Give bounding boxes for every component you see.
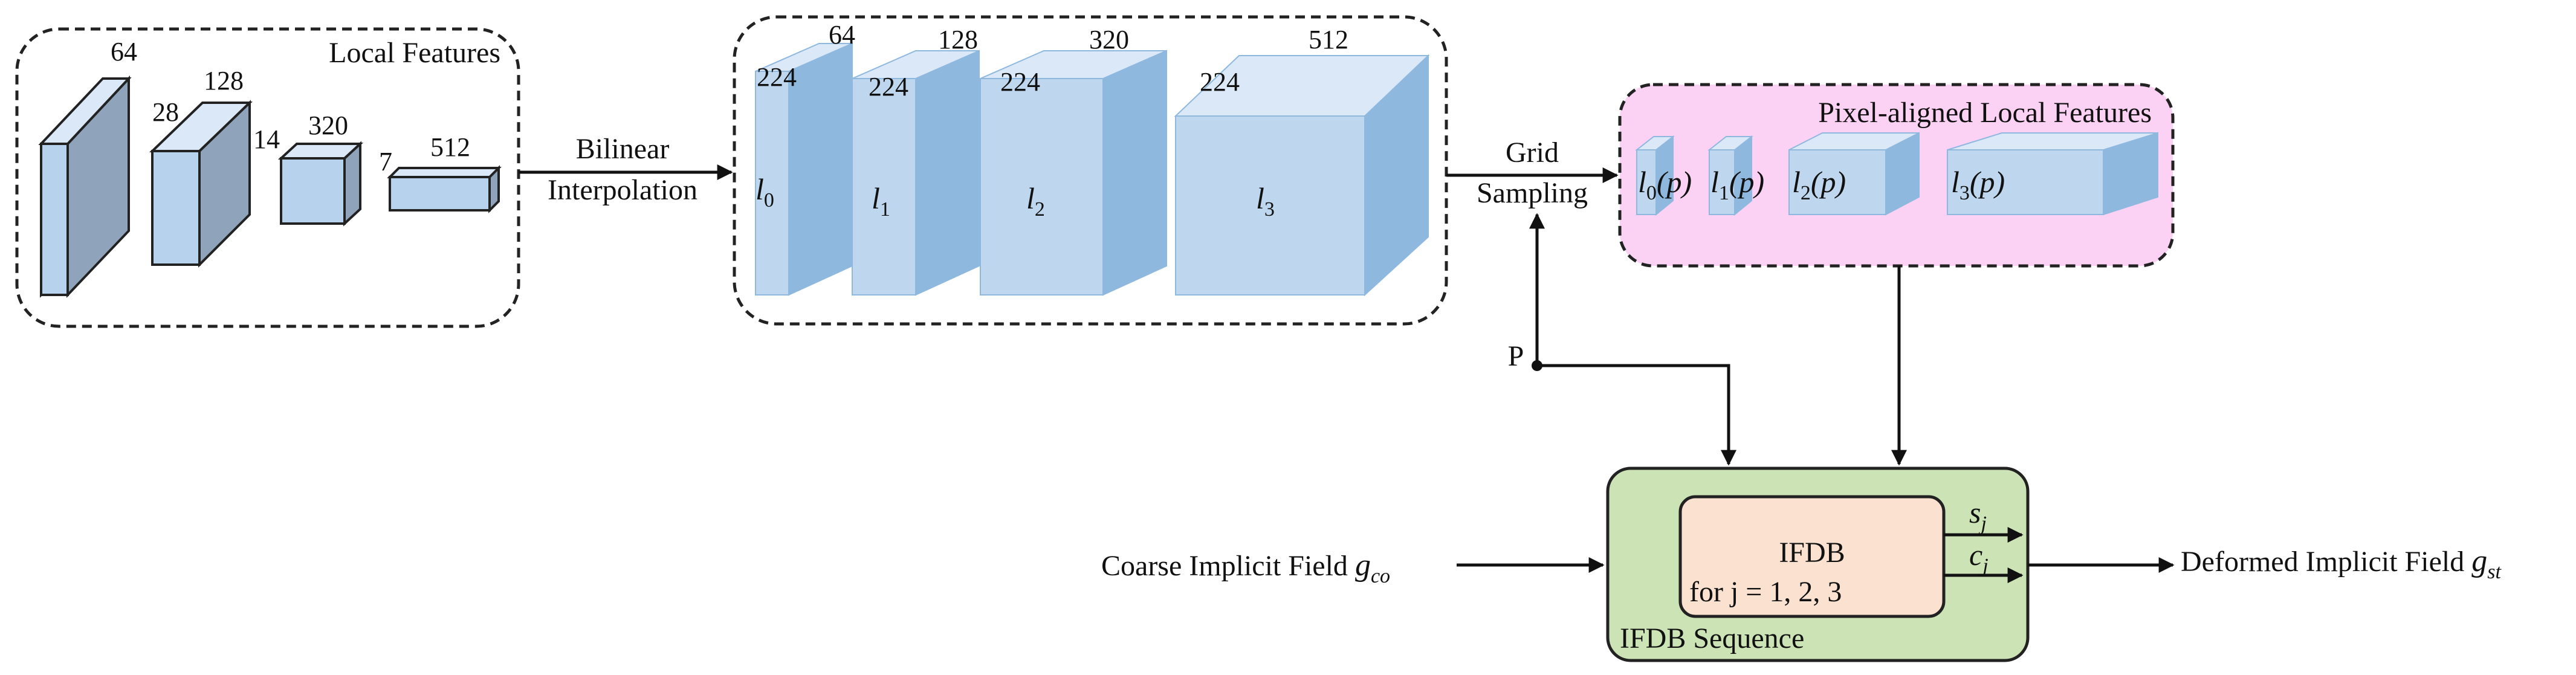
local-dim-channels-64: 64 [111,37,137,66]
upsampled-label-l0: l0 [756,172,774,212]
local-dim-size-7: 7 [379,147,392,176]
local-dim-size-28: 28 [152,97,179,127]
upsampled-label-l3: l3 [1256,181,1275,221]
local-feature-cube-1 [38,75,132,298]
upsampled-cube-l1 [852,50,980,296]
ifdb-out-s-label: sj [1969,496,1987,535]
pixel-cube-l3 [1947,132,2158,216]
grid-label-line2: Sampling [1477,177,1588,209]
upsampled-size-l0: 224 [757,62,797,92]
bilinear-label-line2: Interpolation [548,174,697,206]
local-features-panel [15,27,520,328]
upsampled-channels-l1: 128 [938,25,978,54]
grid-label-line1: Grid [1506,137,1559,169]
point-p-label: P [1508,340,1524,372]
ifdb-block [1678,495,1946,618]
pixel-cube-l2 [1788,132,1920,216]
local-dim-channels-320: 320 [308,111,348,140]
upsampled-size-l1: 224 [869,72,908,102]
upsampled-label-l2: l2 [1026,181,1045,221]
ifdb-sequence-label: IFDB Sequence [1620,622,1804,654]
pixel-label-l2: l2(p) [1792,165,1846,204]
ifdb-out-c-label: cj [1969,538,1989,577]
ifdb-title: IFDB [1779,537,1845,569]
upsampled-size-l2: 224 [1000,67,1040,97]
upsampled-cube-l0 [755,42,853,296]
local-features-title: Local Features [329,37,500,69]
pixel-label-l3: l3(p) [1951,165,2005,204]
upsampled-channels-l3: 512 [1309,25,1348,54]
point-to-ifdb-arrow [1537,364,1736,466]
upsampled-cube-l3 [1174,54,1430,297]
local-dim-channels-512: 512 [430,132,470,162]
pixel-cube-l1 [1707,135,1753,216]
upsampled-channels-l0: 64 [829,20,855,50]
local-feature-cube-4 [387,165,502,213]
local-feature-cube-3 [277,141,364,227]
deformed-field-label: Deformed Implicit Field gst [2181,544,2502,583]
local-dim-size-14: 14 [253,124,280,154]
pixel-label-l0: l0(p) [1638,165,1692,204]
upsampled-label-l1: l1 [872,181,890,221]
upsampled-cube-l2 [980,50,1167,296]
upsampled-size-l3: 224 [1200,67,1240,97]
local-feature-cube-2 [149,100,253,268]
bilinear-label-line1: Bilinear [576,133,670,165]
local-dim-channels-128: 128 [204,66,244,95]
upsampled-channels-l2: 320 [1089,25,1129,54]
ifdb-loop: for j = 1, 2, 3 [1689,576,1842,608]
coarse-field-label: Coarse Implicit Field gco [1101,548,1390,587]
pixel-aligned-title: Pixel-aligned Local Features [1818,97,2152,129]
pixel-label-l1: l1(p) [1710,165,1764,204]
pixel-cube-l0 [1635,135,1675,216]
upsampled-features-panel [733,15,1448,326]
